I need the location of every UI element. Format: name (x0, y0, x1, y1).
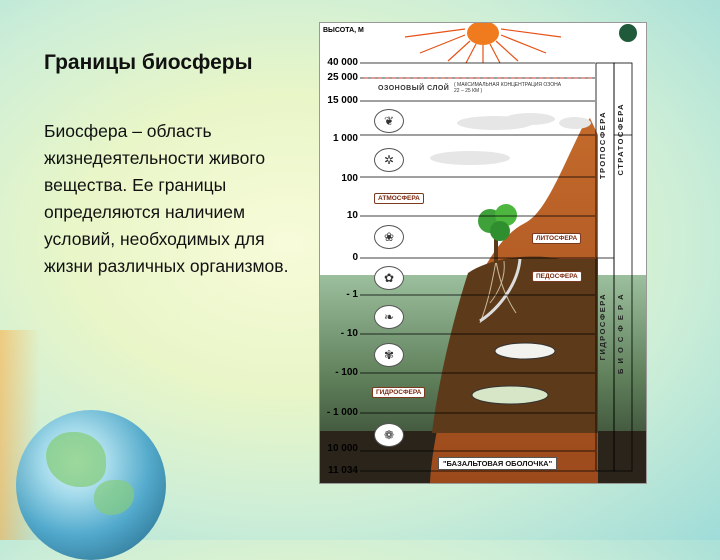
biosphere-diagram-graphic (320, 23, 646, 483)
oil-pocket-icon (471, 385, 549, 405)
globe-image (16, 410, 166, 560)
sphere-brackets (595, 62, 633, 472)
tree-icon (478, 204, 517, 263)
roots-icon (479, 260, 517, 324)
sun-icon (404, 23, 562, 64)
biosphere-diagram: ВЫСОТА, М 40 000 25 000 15 000 1 000 100… (319, 22, 647, 484)
cloud-icon (430, 113, 591, 165)
logo-icon (619, 24, 637, 42)
slide-title: Границы биосферы (44, 51, 253, 74)
slide-body-text: Биосфера – область жизнедеятельности жив… (44, 121, 289, 276)
water-lens-icon (494, 342, 556, 360)
altitude-grid-lines (360, 62, 595, 472)
worm-icon (479, 258, 522, 323)
